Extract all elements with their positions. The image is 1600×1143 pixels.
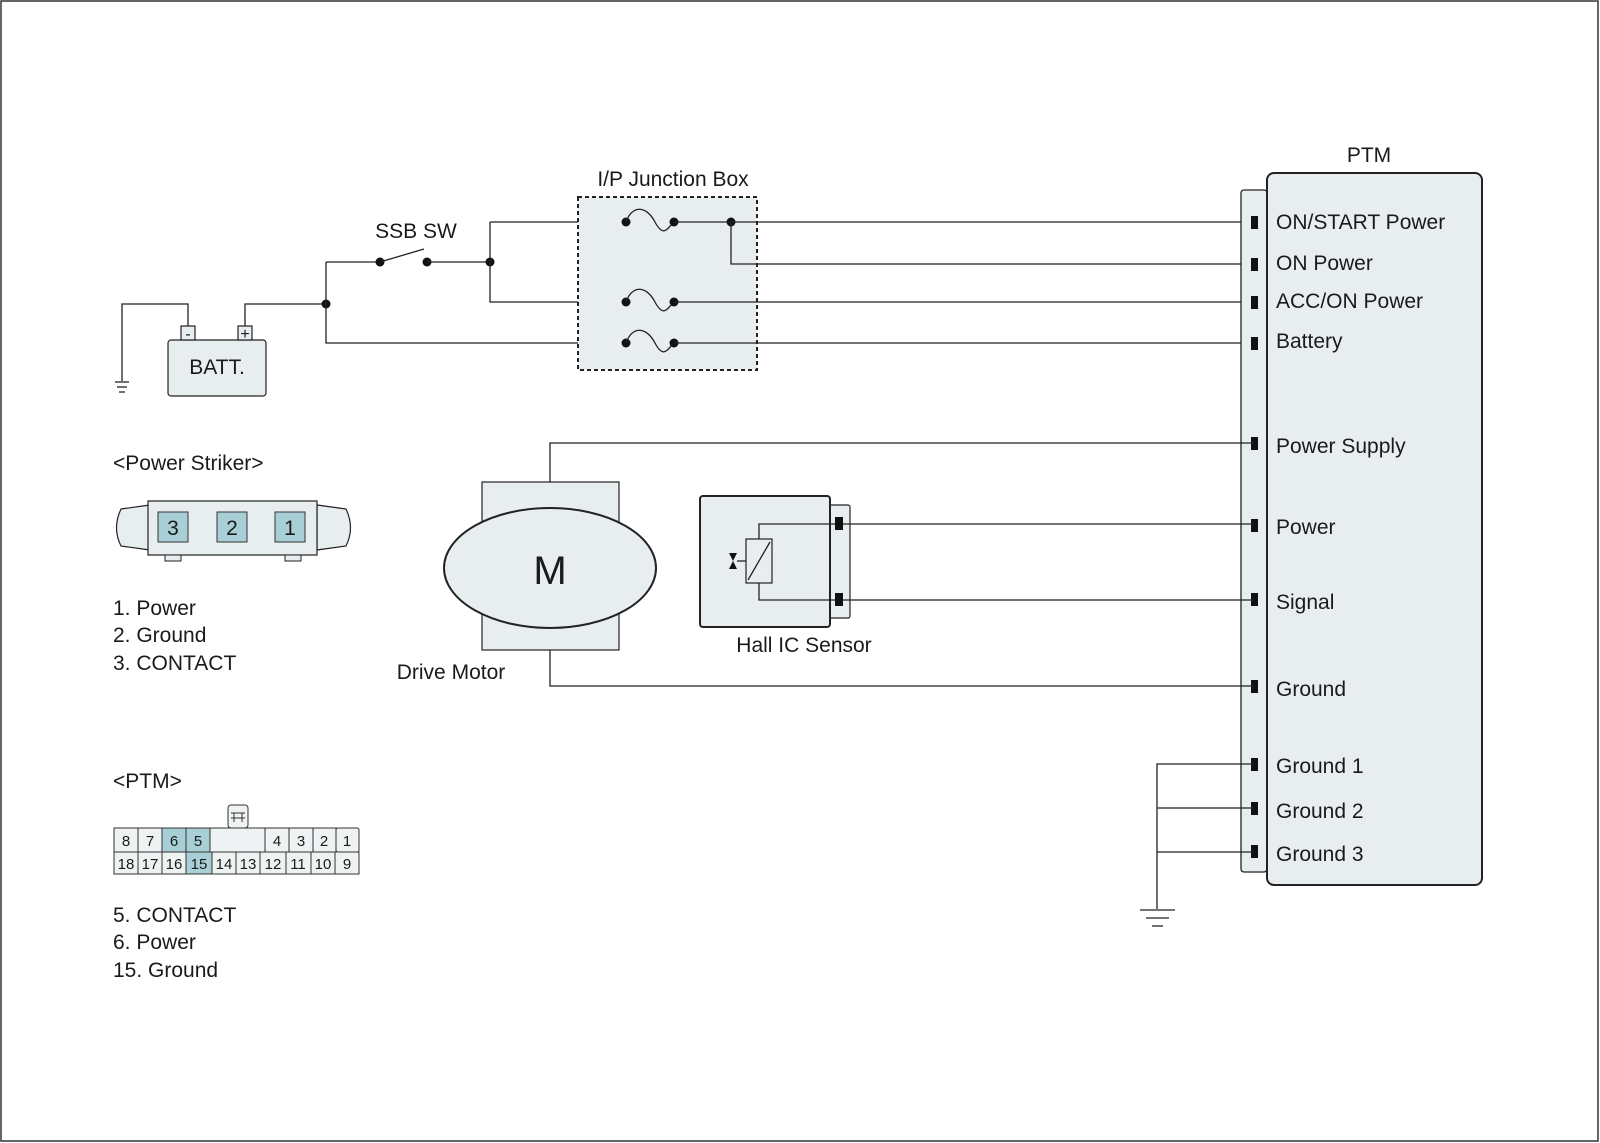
ptm-pin-label: Ground (1276, 678, 1346, 701)
ptm-pin-label: Ground 1 (1276, 755, 1364, 778)
battery-ground-symbol (115, 303, 189, 393)
ptm-pin-battery: Battery (1251, 330, 1343, 353)
hall-sensor-label: Hall IC Sensor (736, 634, 871, 657)
fuse-3 (621, 329, 679, 353)
ptm-cell-num: 2 (320, 833, 328, 850)
legend-line: 15. Ground (113, 959, 218, 982)
ptm-connector-heading: <PTM> (113, 770, 182, 793)
junction-box-label: I/P Junction Box (597, 168, 749, 191)
drive-motor-label: Drive Motor (397, 661, 506, 684)
ptm-pin-on-power: ON Power (1251, 252, 1373, 275)
ptm-cell-num: 1 (343, 833, 351, 850)
ssb-switch-label: SSB SW (375, 220, 457, 243)
ptm-pin-power-supply: Power Supply (1251, 435, 1406, 458)
ptm-cell-num: 17 (142, 856, 159, 873)
power-striker-legend: 1. Power 2. Ground 3. CONTACT (113, 597, 236, 675)
legend-line: 1. Power (113, 597, 196, 620)
battery-pos-symbol: + (240, 326, 249, 343)
ptm-connector-legend: 5. CONTACT 6. Power 15. Ground (113, 904, 236, 982)
legend-line: 3. CONTACT (113, 652, 236, 675)
ptm-pin-on-start-power: ON/START Power (1251, 211, 1445, 234)
drive-motor: M Drive Motor (397, 481, 657, 684)
ptm-pin-label: Battery (1276, 330, 1343, 353)
ptm-ground-bus (1140, 763, 1254, 927)
ptm-cell-num: 18 (118, 856, 135, 873)
ptm-title: PTM (1347, 144, 1391, 167)
power-striker-heading: <Power Striker> (113, 452, 264, 475)
ptm-pin-ground-2: Ground 2 (1251, 800, 1364, 823)
legend-line: 2. Ground (113, 624, 206, 647)
ptm-pin-ground: Ground (1251, 678, 1346, 701)
striker-pin: 3 (167, 517, 179, 540)
ptm-cell-num: 12 (265, 856, 282, 873)
ptm-pin-label: Signal (1276, 591, 1334, 614)
ssb-switch: SSB SW (375, 220, 457, 267)
hall-element-icon (729, 553, 737, 561)
ptm-cell-num: 7 (146, 833, 154, 850)
ptm-cell-num: 5 (194, 833, 202, 850)
striker-pin: 2 (226, 517, 238, 540)
legend-line: 5. CONTACT (113, 904, 236, 927)
ptm-cell (334, 851, 360, 875)
ptm-connector: <PTM> 8 7 6 5 4 3 2 1 (113, 770, 360, 875)
ptm-cell-num: 10 (315, 856, 332, 873)
legend-line: 6. Power (113, 931, 196, 954)
battery-label: BATT. (189, 356, 245, 379)
ptm-cell (185, 827, 211, 853)
battery-neg-symbol: - (185, 326, 190, 343)
ptm-cell-num: 3 (297, 833, 305, 850)
motor-symbol: M (533, 549, 566, 593)
ptm-cell-num: 15 (191, 856, 208, 873)
ptm-pin-ground-3: Ground 3 (1251, 843, 1364, 866)
ptm-pin-label: ON Power (1276, 252, 1373, 275)
ptm-pin-label: ACC/ON Power (1276, 290, 1423, 313)
ptm-pin-label: Power Supply (1276, 435, 1406, 458)
battery: - + BATT. (167, 325, 267, 397)
ptm-pin-acc-on-power: ACC/ON Power (1251, 290, 1423, 313)
ptm-cell-num: 13 (240, 856, 257, 873)
ptm-cell-num: 9 (343, 856, 351, 873)
power-striker-connector: <Power Striker> 3 2 1 (113, 452, 352, 562)
ptm-pin-power: Power (1251, 516, 1336, 539)
ip-junction-box: I/P Junction Box (577, 168, 758, 371)
ptm-cell-num: 14 (216, 856, 233, 873)
ptm-pin-label: Power (1276, 516, 1336, 539)
ptm-pin-signal: Signal (1251, 591, 1334, 614)
ptm-pin-ground-1: Ground 1 (1251, 755, 1364, 778)
hall-ic-sensor: Hall IC Sensor (699, 495, 872, 657)
ptm-cell-num: 6 (170, 833, 178, 850)
ptm-cell-num: 11 (290, 856, 306, 873)
ptm-pin-label: Ground 2 (1276, 800, 1364, 823)
ptm-cell-num: 8 (122, 833, 130, 850)
fuse-1 (621, 208, 679, 232)
ptm-cell-num: 4 (273, 833, 281, 850)
ptm-pin-label: ON/START Power (1276, 211, 1445, 234)
ptm-cell-num: 16 (166, 856, 183, 873)
striker-pin: 1 (284, 517, 296, 540)
ptm-pin-label: Ground 3 (1276, 843, 1364, 866)
